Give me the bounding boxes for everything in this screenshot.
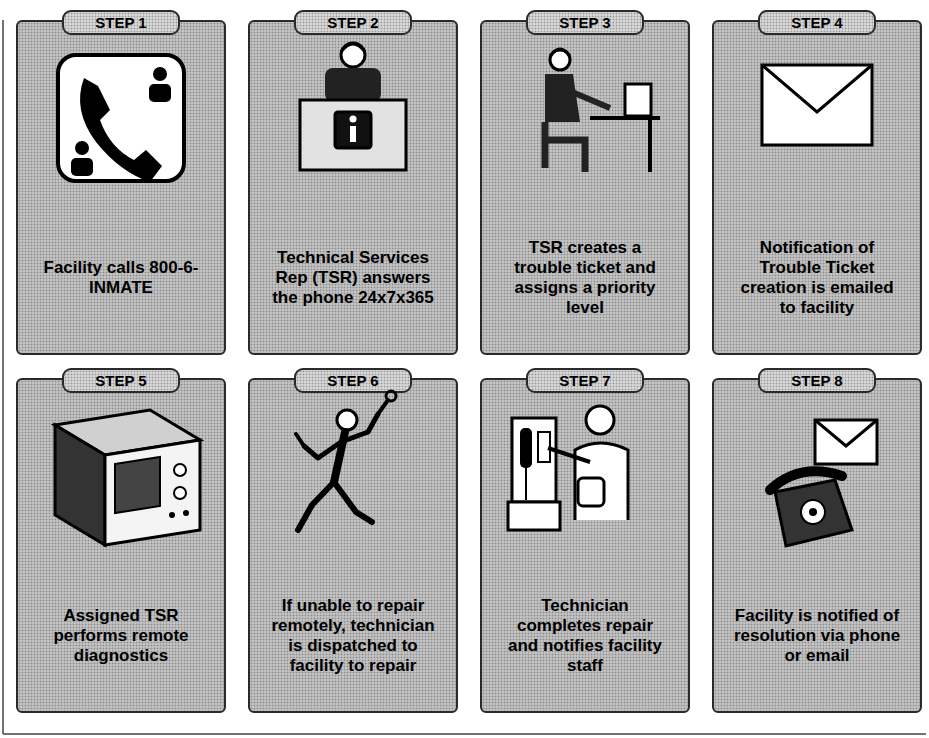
step-body-area: Notification of Trouble Ticket creation … xyxy=(714,210,920,345)
step-description: Assigned TSR performs remote diagnostics xyxy=(37,606,205,666)
desk-worker-icon xyxy=(545,49,660,172)
technician-icon xyxy=(296,391,396,530)
step-description: TSR creates a trouble ticket and assigns… xyxy=(501,238,669,318)
step-panel: STEP 4Notification of Trouble Ticket cre… xyxy=(712,20,922,355)
step-panel: STEP 2Technical Services Rep (TSR) answe… xyxy=(248,20,458,355)
step-body-area: Technician completes repair and notifies… xyxy=(482,568,688,703)
step-heading: STEP 3 xyxy=(526,10,644,35)
help-desk-icon xyxy=(300,43,406,170)
step-heading: STEP 4 xyxy=(758,10,876,35)
step-panel: STEP 1Facility calls 800-6-INMATE xyxy=(16,20,226,355)
frame-line xyxy=(3,733,926,735)
envelope-icon xyxy=(762,65,872,145)
step-body-area: Facility calls 800-6-INMATE xyxy=(18,210,224,345)
step-panel: STEP 7Technician completes repair and no… xyxy=(480,378,690,713)
step-heading: STEP 5 xyxy=(62,368,180,393)
step-panel: STEP 6If unable to repair remotely, tech… xyxy=(248,378,458,713)
step-description: Facility is notified of resolution via p… xyxy=(733,606,901,666)
step-panel: STEP 5Assigned TSR performs remote diagn… xyxy=(16,378,226,713)
step-description: Technician completes repair and notifies… xyxy=(501,596,669,676)
step-panel: STEP 8Facility is notified of resolution… xyxy=(712,378,922,713)
step-description: Notification of Trouble Ticket creation … xyxy=(733,238,901,318)
step-body-area: Technical Services Rep (TSR) answers the… xyxy=(250,210,456,345)
frame-line xyxy=(2,20,4,734)
step-heading: STEP 7 xyxy=(526,368,644,393)
step-heading: STEP 8 xyxy=(758,368,876,393)
step-body-area: TSR creates a trouble ticket and assigns… xyxy=(482,210,688,345)
step-heading: STEP 1 xyxy=(62,10,180,35)
phone-icon xyxy=(58,55,184,182)
step-body-area: Assigned TSR performs remote diagnostics xyxy=(18,568,224,703)
step-description: Technical Services Rep (TSR) answers the… xyxy=(269,248,437,308)
repair-icon xyxy=(508,406,628,530)
step-panel: STEP 3TSR creates a trouble ticket and a… xyxy=(480,20,690,355)
diagnostic-unit-icon xyxy=(55,410,200,545)
step-heading: STEP 6 xyxy=(294,368,412,393)
step-body-area: Facility is notified of resolution via p… xyxy=(714,568,920,703)
step-description: Facility calls 800-6-INMATE xyxy=(37,258,205,298)
notify-icon xyxy=(770,420,877,546)
step-description: If unable to repair remotely, technician… xyxy=(269,596,437,676)
step-body-area: If unable to repair remotely, technician… xyxy=(250,568,456,703)
step-heading: STEP 2 xyxy=(294,10,412,35)
